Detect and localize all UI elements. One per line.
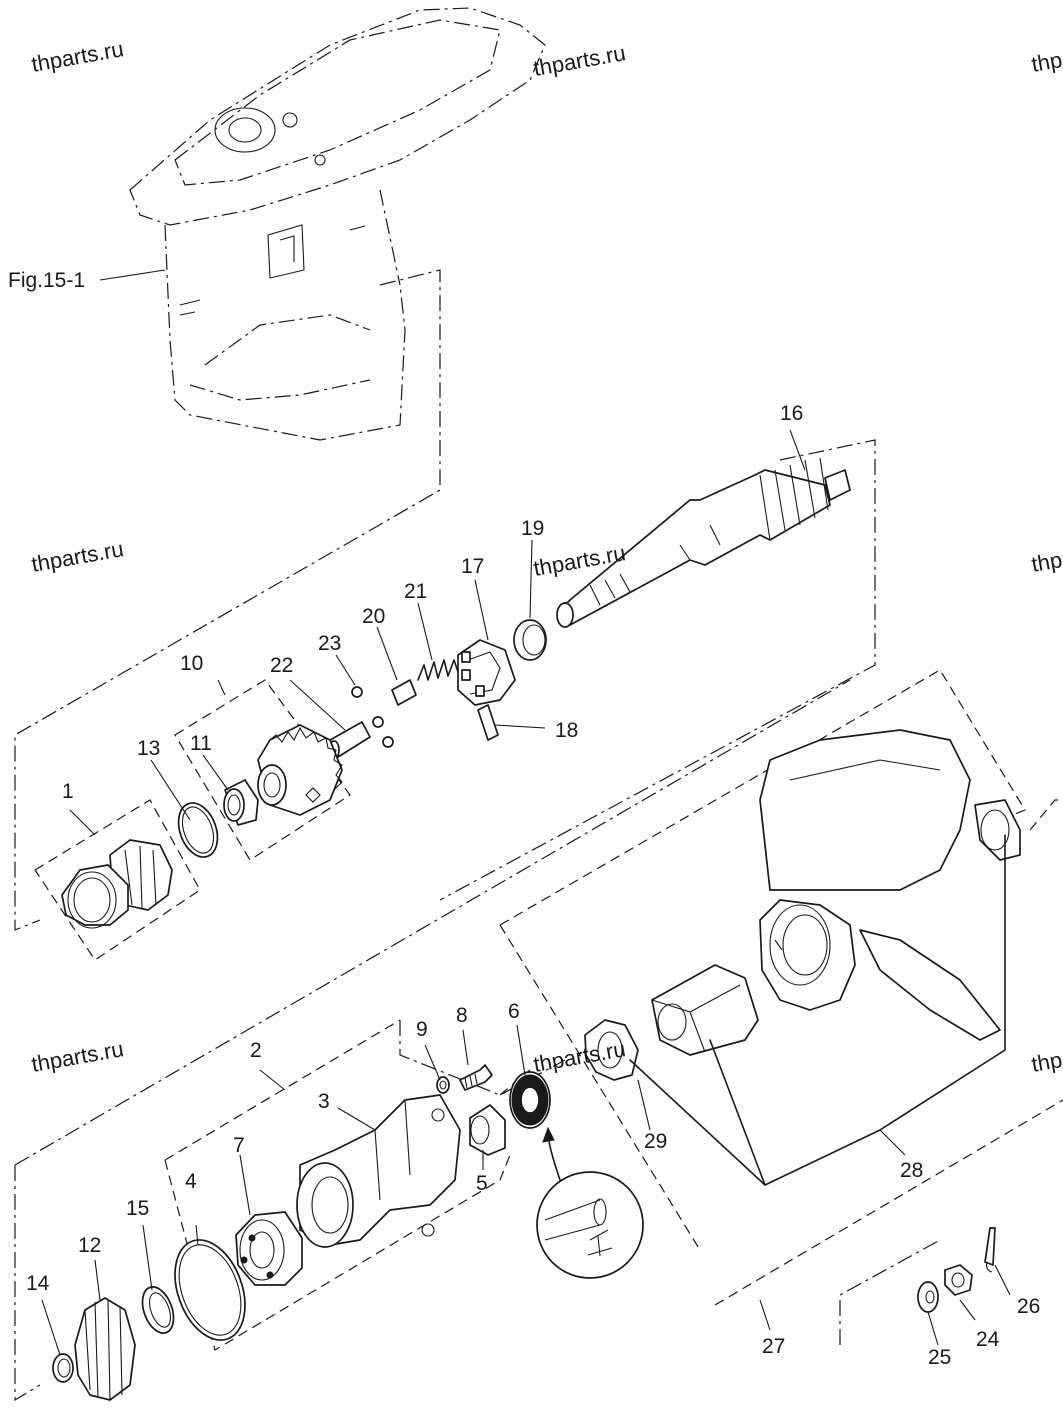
watermark: thparts.ru xyxy=(30,36,126,77)
gear-group-box-10 xyxy=(174,679,351,861)
clutch-dog xyxy=(457,639,516,706)
callout-16: 16 xyxy=(780,402,803,425)
shaft-group-outline xyxy=(439,439,876,901)
callout-11: 11 xyxy=(190,732,212,755)
callout-12: 12 xyxy=(78,1234,101,1257)
callout-25: 25 xyxy=(928,1346,951,1369)
callout-21: 21 xyxy=(404,580,427,603)
watermark: thp xyxy=(1030,1047,1063,1077)
detail-arrow xyxy=(547,1134,561,1181)
callout-13: 13 xyxy=(137,737,160,760)
propeller-shaft xyxy=(556,457,851,628)
callout-17: 17 xyxy=(461,555,484,578)
callout-15: 15 xyxy=(126,1197,149,1220)
callout-7: 7 xyxy=(233,1134,245,1157)
thrust-washer-rear xyxy=(974,799,1021,861)
nut-group-box xyxy=(839,1239,941,1345)
needle-bearing xyxy=(223,779,259,826)
prop-nut xyxy=(944,1264,973,1296)
washer-small xyxy=(917,1281,939,1313)
reverse-gear xyxy=(74,1297,136,1401)
callout-18: 18 xyxy=(555,719,578,742)
cotter-pin xyxy=(984,1227,996,1273)
callout-4: 4 xyxy=(185,1170,197,1193)
bearing-group-box-1 xyxy=(34,799,201,961)
callout-6: 6 xyxy=(508,1000,520,1023)
callout-24: 24 xyxy=(976,1328,1000,1351)
callout-2: 2 xyxy=(250,1039,262,1062)
detail-inset xyxy=(536,1171,644,1279)
leader-lines xyxy=(41,429,1011,1356)
gear-case-housing xyxy=(129,7,546,441)
bolt-washer xyxy=(436,1076,450,1094)
callout-19: 19 xyxy=(521,517,544,540)
watermark: thp xyxy=(1030,47,1063,77)
callout-9: 9 xyxy=(416,1018,428,1041)
leader-28-b xyxy=(629,1059,766,1186)
callout-1: 1 xyxy=(62,780,74,803)
watermark: thparts.ru xyxy=(532,40,628,81)
callout-3: 3 xyxy=(318,1090,330,1113)
washer xyxy=(52,1353,74,1383)
detail-arrow-head xyxy=(542,1126,555,1143)
shift-plunger xyxy=(391,679,417,706)
thrust-washer xyxy=(584,1019,639,1081)
forward-gear xyxy=(257,724,343,816)
callout-23: 23 xyxy=(318,632,341,655)
fig-ref-label: Fig.15-1 xyxy=(8,269,85,292)
callout-20: 20 xyxy=(362,605,385,628)
callout-14: 14 xyxy=(26,1272,50,1295)
taper-roller-bearing xyxy=(61,839,173,929)
watermark: thparts.ru xyxy=(30,536,126,577)
shim-reverse xyxy=(141,1286,175,1334)
prop-group-box-27-right xyxy=(1029,799,1063,831)
propeller xyxy=(759,729,1001,1041)
cross-pin xyxy=(477,704,499,741)
bearing-housing xyxy=(296,1094,461,1248)
bolt xyxy=(459,1064,493,1091)
prop-group-box-27-bottom xyxy=(714,1099,1063,1306)
callout-22: 22 xyxy=(270,654,293,677)
ball-bearing xyxy=(235,1211,303,1286)
watermark: thparts.ru xyxy=(30,1036,126,1077)
callout-28: 28 xyxy=(900,1159,923,1182)
callout-5: 5 xyxy=(476,1172,488,1195)
callout-10: 10 xyxy=(180,652,203,675)
shift-spring xyxy=(417,659,459,681)
callout-26: 26 xyxy=(1017,1295,1040,1318)
needle-bearing-rear xyxy=(469,1104,506,1156)
steel-balls xyxy=(351,686,394,748)
prop-bushing xyxy=(651,964,759,1056)
o-ring xyxy=(174,1239,246,1341)
callout-8: 8 xyxy=(456,1004,468,1027)
group-outline-lower xyxy=(14,1165,41,1402)
axis-line-main xyxy=(14,679,851,1166)
fig-ref-leader xyxy=(99,269,166,281)
cross-pin-ring xyxy=(513,619,547,661)
oil-seal xyxy=(509,1071,551,1129)
watermark: thp xyxy=(1030,547,1063,577)
callout-27: 27 xyxy=(762,1335,785,1358)
callout-29: 29 xyxy=(644,1130,667,1153)
group-outline-left xyxy=(14,269,441,931)
